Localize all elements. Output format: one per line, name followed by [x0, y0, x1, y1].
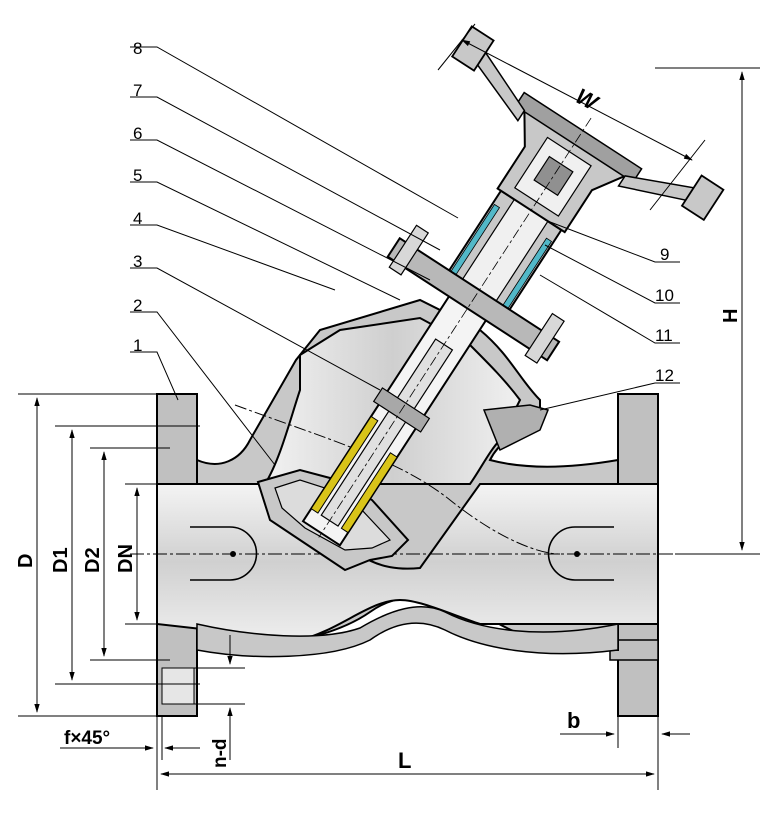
ext-W-right	[649, 139, 706, 211]
stem-yellow-right	[340, 452, 398, 534]
part-label-3: 3	[133, 252, 142, 271]
dim-label-nd: n-d	[210, 738, 231, 768]
body-boss-right	[482, 404, 550, 452]
dim-label-D2: D2	[82, 547, 104, 573]
dim-label-L: L	[398, 748, 411, 773]
part-label-9: 9	[660, 245, 669, 264]
part-label-12: 12	[655, 366, 674, 385]
part-label-8: 8	[133, 39, 142, 58]
stem-yellow-left	[310, 415, 379, 514]
dim-label-D1: D1	[50, 547, 72, 573]
handwheel-rim-right	[680, 174, 725, 222]
part-label-5: 5	[133, 166, 142, 185]
part-number-labels: 8 7 6 5 4 3 2 1 9 10 11 12	[133, 39, 674, 385]
leader-5	[130, 181, 401, 301]
disc-assembly	[256, 25, 725, 572]
leader-4	[130, 224, 336, 291]
right-test-port-dot	[574, 551, 580, 557]
leader-11	[539, 274, 680, 344]
leader-9	[544, 219, 680, 263]
left-flange-bolt-hole	[161, 667, 195, 705]
part-label-2: 2	[133, 296, 142, 315]
dim-W	[461, 39, 693, 161]
valve-body	[130, 298, 675, 717]
leader-7	[130, 96, 441, 251]
part-label-7: 7	[133, 81, 142, 100]
part-label-1: 1	[133, 336, 142, 355]
dim-label-DN: DN	[115, 544, 137, 573]
stem-axis	[318, 117, 592, 538]
leader-10	[544, 244, 680, 304]
leader-8	[130, 46, 459, 219]
right-test-port	[547, 526, 614, 581]
part-label-4: 4	[133, 209, 142, 228]
part-label-10: 10	[655, 286, 674, 305]
leader-3	[130, 267, 381, 391]
bonnet-bolt-right	[524, 312, 565, 364]
leader-6	[130, 139, 431, 281]
dimension-lines	[18, 23, 760, 790]
leader-2	[130, 311, 276, 466]
dim-label-H: H	[720, 309, 742, 323]
ext-W-left	[437, 23, 476, 71]
dim-label-b: b	[567, 708, 580, 733]
bonnet-bolt-left	[388, 224, 430, 276]
body-belly	[196, 606, 619, 658]
part-label-6: 6	[133, 124, 142, 143]
leader-12	[539, 382, 680, 411]
leader-1	[130, 351, 179, 401]
part-label-11: 11	[655, 326, 673, 345]
leader-lines	[130, 46, 680, 466]
left-test-port	[190, 526, 258, 581]
dim-label-f45: f×45°	[64, 728, 110, 749]
flow-centerline	[234, 404, 561, 555]
dim-label-D: D	[15, 554, 37, 568]
left-test-port-dot	[230, 551, 236, 557]
